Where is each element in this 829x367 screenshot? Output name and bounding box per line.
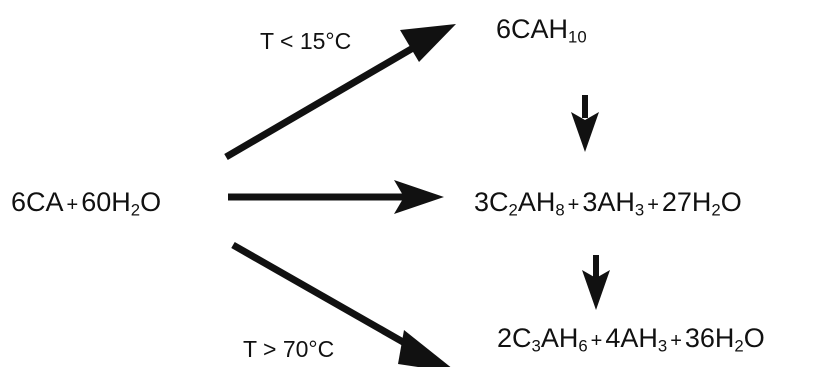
formula-text: 2C: [497, 323, 532, 353]
plus-sign: +: [567, 194, 580, 216]
low-temp-product-formula: 6CAH10: [496, 14, 587, 46]
formula-text: 36H: [684, 323, 735, 353]
formula-subscript: 2: [734, 336, 744, 356]
formula-text: O: [140, 187, 162, 217]
reactant-formula: 6CA+60H2O: [11, 187, 162, 219]
arrow-to-high-temp-product: [231, 241, 451, 367]
formula-subscript: 2: [508, 200, 518, 220]
conversion-arrow-upper: [571, 95, 599, 152]
formula-text: 6CAH: [496, 14, 569, 44]
formula-subscript: 3: [657, 336, 668, 356]
formula-text: 4AH: [605, 323, 658, 353]
formula-subscript: 2: [711, 200, 721, 220]
formula-subscript: 6: [578, 336, 588, 356]
formula-text: O: [720, 187, 742, 217]
formula-text: O: [743, 323, 765, 353]
conversion-arrow-lower: [582, 255, 610, 310]
formula-subscript: 8: [555, 200, 565, 220]
formula-subscript: 10: [568, 27, 587, 47]
formula-text: 27H: [661, 187, 712, 217]
plus-sign: +: [647, 194, 659, 216]
formula-text: 60H: [81, 187, 131, 217]
arrow-to-low-temp-product: [224, 24, 456, 161]
formula-subscript: 3: [634, 200, 645, 220]
formula-text: 3AH: [582, 187, 635, 217]
mid-product-formula: 3C2AH8+3AH3+27H2O: [474, 187, 742, 219]
formula-text: 3C: [474, 187, 509, 217]
plus-sign: +: [590, 330, 603, 352]
formula-text: AH: [540, 323, 579, 353]
formula-text: 6CA: [11, 187, 64, 217]
plus-sign: +: [66, 194, 79, 216]
formula-subscript: 3: [531, 336, 541, 356]
formula-subscript: 2: [130, 200, 141, 220]
plus-sign: +: [670, 330, 682, 352]
arrow-to-mid-product: [228, 180, 444, 214]
formula-text: AH: [517, 187, 556, 217]
high-temp-product-formula: 2C3AH6+4AH3+36H2O: [497, 323, 765, 355]
high-temp-condition: T > 70°C: [243, 336, 335, 362]
low-temp-condition: T < 15°C: [260, 28, 352, 54]
